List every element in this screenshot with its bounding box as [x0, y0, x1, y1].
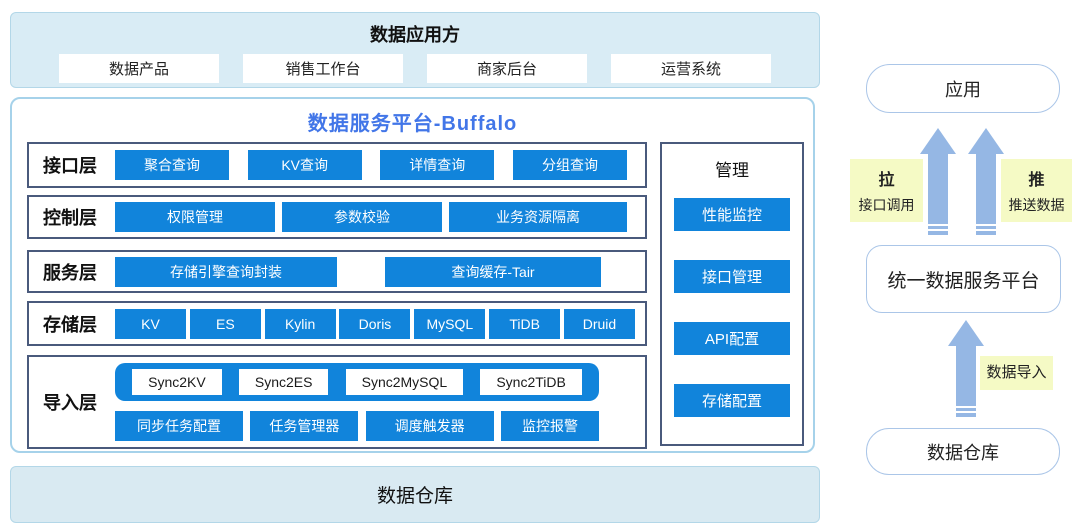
layer-import-label: 导入层	[43, 393, 97, 413]
layer-interface-label: 接口层	[43, 156, 97, 176]
block-doris: Doris	[339, 308, 411, 339]
consumer-item-merchant-backend: 商家后台	[427, 54, 587, 83]
block-task-manager: 任务管理器	[250, 411, 359, 441]
block-group-query: 分组查询	[512, 150, 627, 180]
block-permission-management: 权限管理	[115, 202, 275, 232]
layer-control-label: 控制层	[43, 208, 97, 228]
block-kv: KV	[115, 308, 186, 339]
layer-interface: 接口层 聚合查询 KV查询 详情查询 分组查询	[27, 142, 647, 188]
management-panel: 管理 性能监控 接口管理 API配置 存储配置	[660, 142, 804, 446]
flow-pull-subtitle: 接口调用	[858, 197, 915, 213]
flow-pull-label: 拉 接口调用	[850, 159, 923, 222]
flow-import-label: 数据导入	[980, 356, 1053, 390]
layer-storage: 存储层 KV ES Kylin Doris MySQL TiDB Druid	[27, 301, 647, 346]
sync-tools-bar: Sync2KV Sync2ES Sync2MySQL Sync2TiDB	[115, 363, 599, 401]
block-druid: Druid	[563, 308, 635, 339]
block-storage-config: 存储配置	[674, 384, 790, 417]
block-tidb: TiDB	[489, 308, 561, 339]
block-sync2tidb: Sync2TiDB	[480, 369, 582, 395]
flow-app-node: 应用	[866, 64, 1060, 113]
block-query-cache-tair: 查询缓存-Tair	[385, 256, 601, 287]
flow-push-label: 推 推送数据	[1001, 159, 1072, 222]
data-consumers-title: 数据应用方	[370, 25, 460, 45]
block-performance-monitoring: 性能监控	[674, 198, 790, 231]
layer-control-items: 权限管理 参数校验 业务资源隔离	[115, 202, 627, 232]
up-arrow-pull-icon	[920, 128, 956, 235]
layer-storage-label: 存储层	[43, 314, 97, 335]
management-title: 管理	[715, 161, 749, 180]
platform-title: 数据服务平台-Buffalo	[307, 113, 518, 135]
layer-service-items: 存储引擎查询封装 查询缓存-Tair	[115, 256, 627, 287]
block-storage-engine-query-wrapper: 存储引擎查询封装	[115, 256, 337, 287]
up-arrow-push-icon	[968, 128, 1004, 235]
consumer-items: 数据产品 销售工作台 商家后台 运营系统	[11, 54, 819, 83]
consumer-item-operation-system: 运营系统	[611, 54, 771, 83]
platform-panel: 数据服务平台-Buffalo 接口层 聚合查询 KV查询 详情查询 分组查询 控…	[10, 97, 815, 453]
data-warehouse-title: 数据仓库	[376, 486, 453, 507]
layer-import: 导入层 Sync2KV Sync2ES Sync2MySQL Sync2TiDB…	[27, 355, 647, 449]
block-parameter-validation: 参数校验	[282, 202, 442, 232]
layer-control: 控制层 权限管理 参数校验 业务资源隔离	[27, 195, 647, 239]
layer-service: 服务层 存储引擎查询封装 查询缓存-Tair	[27, 250, 647, 293]
flow-push-title: 推	[1028, 172, 1045, 189]
management-items: 性能监控 接口管理 API配置 存储配置	[674, 198, 790, 417]
block-monitor-alert: 监控报警	[500, 411, 599, 441]
block-es: ES	[189, 308, 261, 339]
block-business-resource-isolation: 业务资源隔离	[449, 202, 627, 232]
block-api-config: API配置	[674, 322, 790, 355]
block-interface-management: 接口管理	[674, 260, 790, 293]
block-sync-task-config: 同步任务配置	[115, 411, 243, 441]
layer-interface-items: 聚合查询 KV查询 详情查询 分组查询	[115, 150, 627, 180]
import-task-items: 同步任务配置 任务管理器 调度触发器 监控报警	[115, 411, 599, 441]
layer-storage-items: KV ES Kylin Doris MySQL TiDB Druid	[115, 308, 635, 339]
data-warehouse-panel: 数据仓库	[10, 466, 820, 523]
block-sync2mysql: Sync2MySQL	[345, 369, 464, 395]
block-aggregate-query: 聚合查询	[115, 150, 229, 180]
block-schedule-trigger: 调度触发器	[365, 411, 494, 441]
block-sync2kv: Sync2KV	[132, 369, 222, 395]
block-mysql: MySQL	[414, 308, 486, 339]
flow-push-subtitle: 推送数据	[1008, 197, 1065, 213]
flow-unified-platform-node: 统一数据服务平台	[866, 245, 1061, 313]
block-kylin: Kylin	[264, 308, 336, 339]
consumer-item-sales-workbench: 销售工作台	[243, 54, 403, 83]
block-detail-query: 详情查询	[380, 150, 495, 180]
layer-import-content: Sync2KV Sync2ES Sync2MySQL Sync2TiDB 同步任…	[115, 363, 627, 441]
flow-warehouse-node: 数据仓库	[866, 428, 1060, 475]
layer-service-label: 服务层	[43, 262, 97, 283]
block-kv-query: KV查询	[247, 150, 362, 180]
data-consumers-panel: 数据应用方 数据产品 销售工作台 商家后台 运营系统	[10, 12, 820, 88]
block-sync2es: Sync2ES	[238, 369, 329, 395]
up-arrow-import-icon	[948, 320, 984, 417]
flow-pull-title: 拉	[878, 172, 895, 189]
consumer-item-data-product: 数据产品	[59, 54, 219, 83]
